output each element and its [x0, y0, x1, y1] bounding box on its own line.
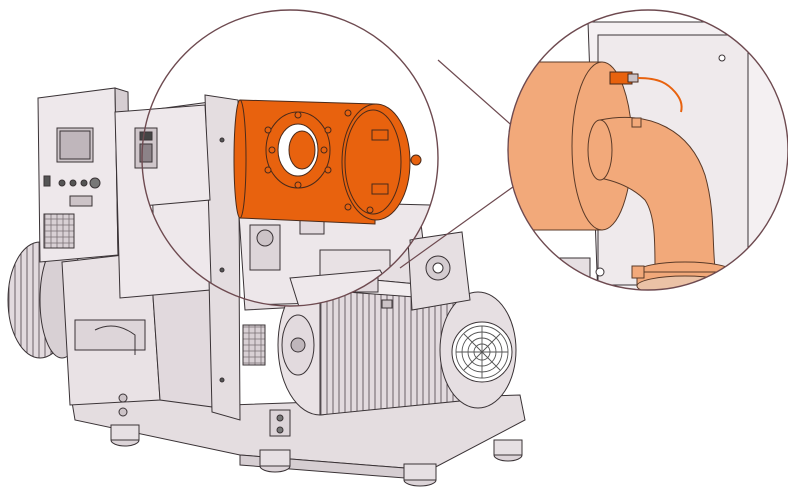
callout-connector [399, 59, 518, 269]
drain-plug [410, 154, 422, 166]
sensor-cable [637, 77, 683, 113]
emergency-stop [89, 177, 101, 189]
detail-callout [507, 9, 788, 291]
filter-silencer [233, 99, 422, 225]
control-button [69, 179, 77, 187]
temperature-sensor [609, 71, 683, 113]
main-callout-ring [141, 9, 439, 307]
elbow-pipe [508, 61, 740, 290]
fan-grill [455, 325, 509, 379]
base-frame [69, 389, 526, 471]
silencer-end-cap [341, 103, 411, 221]
main-switch [69, 195, 93, 207]
vent-grill [43, 213, 75, 249]
control-button [58, 179, 66, 187]
detail-callout-ring [507, 9, 788, 291]
control-button [80, 179, 88, 187]
